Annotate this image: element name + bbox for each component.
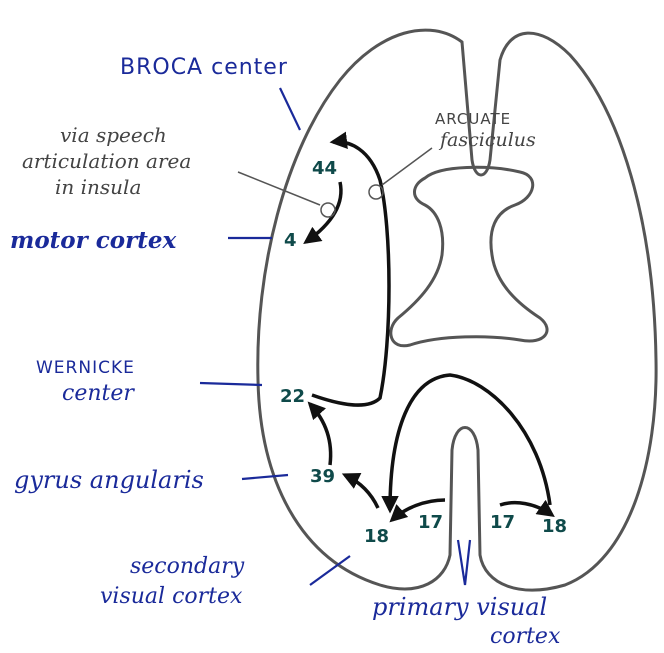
area-18-right: 18 bbox=[542, 516, 567, 537]
label-speech-2: articulation area bbox=[22, 149, 191, 173]
arrow-39-to-22 bbox=[310, 404, 331, 465]
label-primary-2: cortex bbox=[490, 624, 561, 649]
label-arcuate-2: fasciculus bbox=[438, 129, 536, 151]
pointer-speech-area bbox=[238, 172, 320, 205]
pointer-wernicke bbox=[200, 383, 262, 385]
area-4: 4 bbox=[284, 230, 297, 251]
pointer-broca bbox=[280, 88, 300, 130]
label-gyrus-angularis: gyrus angularis bbox=[14, 466, 204, 494]
area-44: 44 bbox=[312, 158, 337, 179]
arrow-18-to-39 bbox=[345, 475, 378, 508]
arrow-44-to-4 bbox=[306, 182, 341, 242]
pointer-primary bbox=[458, 540, 470, 585]
speech-area-loop bbox=[321, 203, 335, 217]
area-39: 39 bbox=[310, 466, 335, 487]
area-17-right: 17 bbox=[490, 512, 515, 533]
label-secondary-2: visual cortex bbox=[100, 584, 243, 609]
label-speech-3: in insula bbox=[55, 175, 141, 199]
ventricle-outline bbox=[391, 167, 547, 345]
area-18-left: 18 bbox=[364, 526, 389, 547]
label-broca: BROCA center bbox=[120, 55, 288, 80]
label-secondary-1: secondary bbox=[130, 554, 245, 579]
label-speech-1: via speech bbox=[60, 123, 167, 147]
area-17-left: 17 bbox=[418, 512, 443, 533]
label-motor-cortex: motor cortex bbox=[10, 227, 176, 254]
arrow-visual-crossing bbox=[390, 375, 550, 510]
area-22: 22 bbox=[280, 386, 305, 407]
arrow-22-to-44-arcuate bbox=[312, 142, 389, 405]
label-wernicke-1: WERNICKE bbox=[36, 358, 135, 378]
pointer-gyrus bbox=[242, 475, 288, 479]
label-primary-1: primary visual bbox=[372, 593, 547, 621]
label-arcuate-1: ARCUATE bbox=[435, 110, 511, 128]
label-wernicke-2: center bbox=[62, 381, 135, 406]
